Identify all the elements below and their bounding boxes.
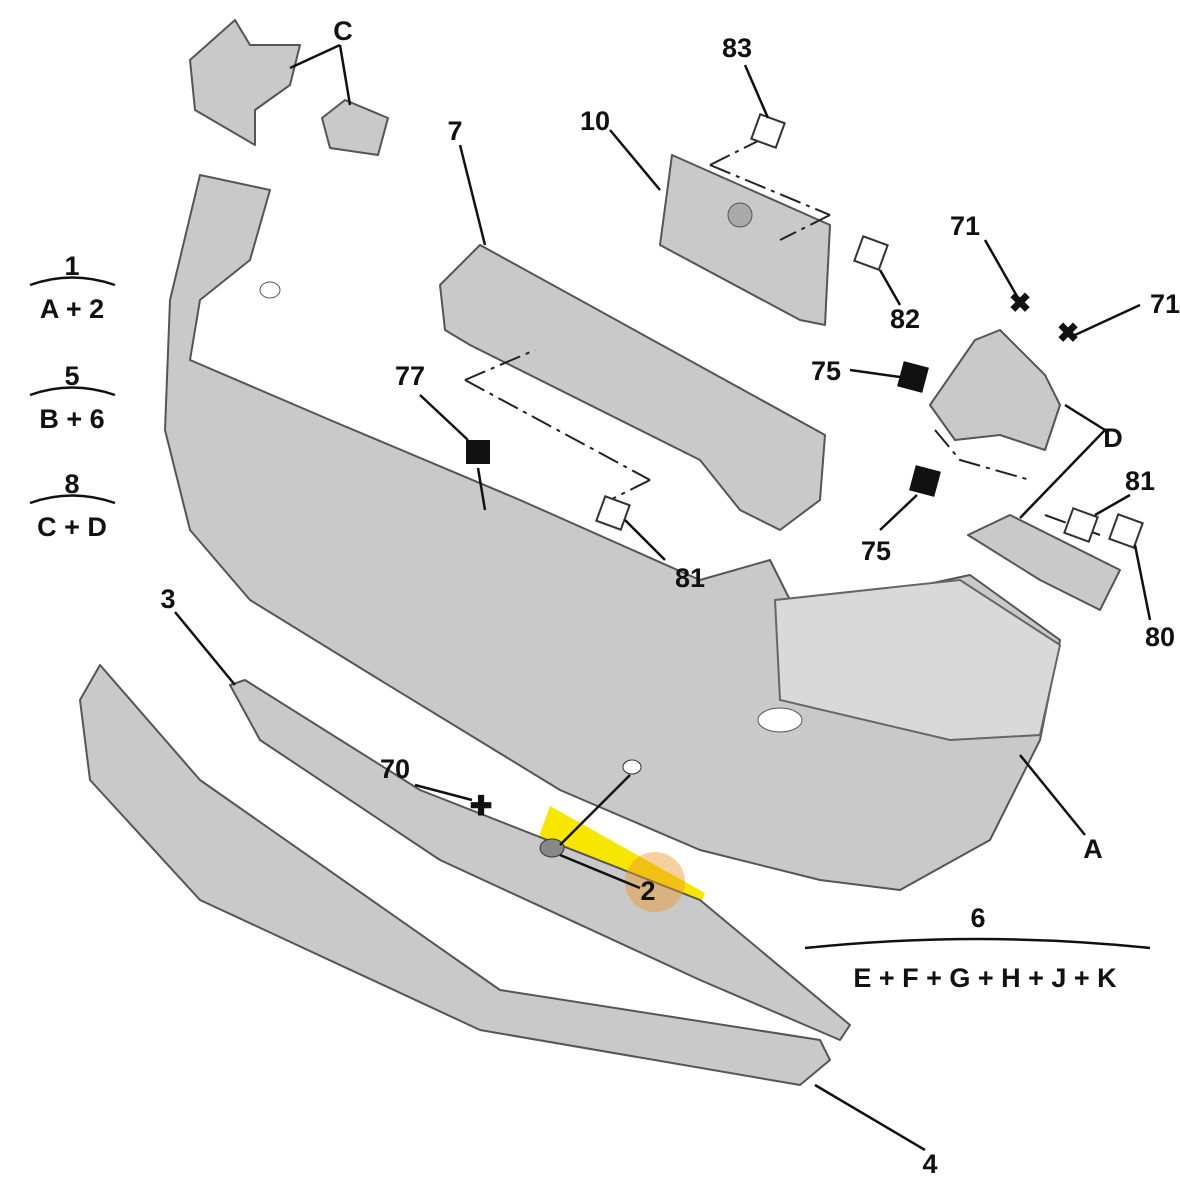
label-2: 2: [640, 876, 655, 906]
label-81: 81: [1125, 466, 1155, 496]
clip-81-icon: [595, 495, 631, 531]
assembly-1-parts: A + 2: [40, 294, 104, 324]
label-d: D: [1103, 423, 1123, 453]
bumper-face: [773, 578, 1062, 742]
bumper-cover: [164, 174, 1061, 891]
label-77: 77: [395, 361, 425, 391]
label-80: 80: [1145, 622, 1175, 652]
label-10: 10: [580, 106, 610, 136]
assembly-6-parts: E + F + G + H + J + K: [853, 963, 1117, 993]
trim-strip-3: [229, 679, 851, 1041]
label-4: 4: [922, 1149, 937, 1179]
rivet-70-icon: ✚: [470, 791, 493, 821]
label-82: 82: [890, 304, 920, 334]
label-71: 71: [950, 211, 980, 241]
label-70: 70: [380, 754, 410, 784]
assembly-5-parts: B + 6: [39, 404, 104, 434]
assembly-1-number: 1: [64, 251, 79, 281]
label-a: A: [1083, 834, 1103, 864]
license-plate-bracket: [659, 154, 831, 326]
assembly-brace-lines: [29, 276, 1151, 950]
tow-hook-opening: [622, 759, 642, 775]
assembly-8-number: 8: [64, 469, 79, 499]
screw-71-icon: ✖: [1009, 288, 1032, 318]
label-3: 3: [160, 584, 175, 614]
bracket-c-left: [189, 19, 301, 146]
label-75: 75: [811, 356, 841, 386]
leader-lines: [174, 43, 1152, 1152]
reinforcement-beam: [439, 244, 826, 531]
label-c: C: [333, 16, 353, 46]
lower-valance-4: [79, 664, 831, 1086]
label-75: 75: [861, 536, 891, 566]
clip-75-icon: [909, 465, 941, 497]
clip-75-icon: [897, 361, 929, 393]
plate-hole: [727, 202, 753, 228]
screw-71-icon: ✖: [1057, 318, 1080, 348]
clip-82-icon: [853, 235, 889, 271]
tow-hook-cover: [539, 838, 565, 858]
bracket-d-upper: [929, 329, 1061, 451]
label-7: 7: [447, 116, 462, 146]
dashed-lines: [464, 134, 1101, 536]
assembly-5-number: 5: [64, 361, 79, 391]
label-71: 71: [1150, 289, 1180, 319]
highlight-circle: [625, 852, 685, 912]
assembly-6-number: 6: [970, 903, 985, 933]
bracket-d-lower: [967, 514, 1121, 611]
bumper-hole: [259, 281, 281, 299]
bracket-c-small: [321, 99, 389, 156]
clip-77-icon: [466, 440, 490, 464]
clip-83-icon: [750, 113, 786, 149]
reflector-opening: [757, 707, 803, 733]
label-83: 83: [722, 33, 752, 63]
clip-80-icon: [1108, 513, 1144, 549]
clip-81-icon: [1063, 507, 1099, 543]
label-81: 81: [675, 563, 705, 593]
assembly-8-parts: C + D: [37, 512, 107, 542]
